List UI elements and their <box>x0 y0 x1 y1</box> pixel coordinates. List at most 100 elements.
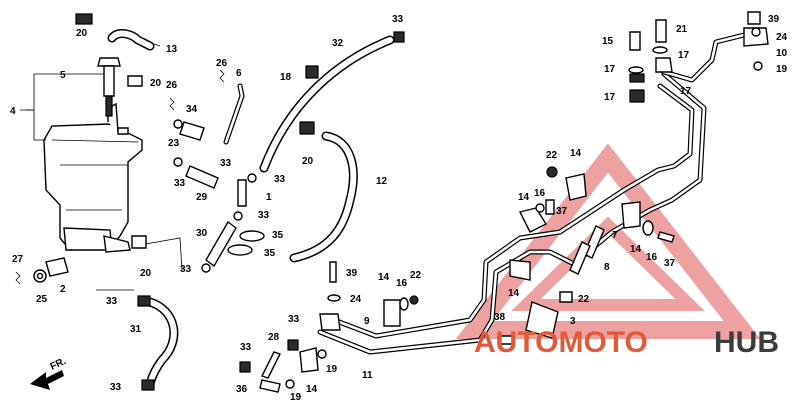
joint-1 <box>237 179 247 207</box>
callout-39: 39 <box>346 268 358 279</box>
watermark-triangle-outer <box>455 143 761 339</box>
bolt-21 <box>655 19 667 43</box>
callout-26: 26 <box>216 58 228 69</box>
front-direction-indicator: FR. <box>30 356 68 390</box>
bolt-37-mid <box>545 199 555 215</box>
callout-37: 37 <box>664 258 676 269</box>
callout-17: 17 <box>604 64 616 75</box>
callout-16: 16 <box>396 278 408 289</box>
callout-20: 20 <box>302 156 314 167</box>
hose-clip-20-lower <box>131 235 147 249</box>
bolt-22-lower <box>559 291 573 303</box>
callout-14: 14 <box>306 384 318 395</box>
pipe-26b-mark <box>169 97 175 111</box>
clip-20-hose32 <box>299 121 315 135</box>
reservoir-cap-assembly <box>97 57 121 117</box>
hose-13 <box>107 29 155 51</box>
callout-14: 14 <box>378 272 390 283</box>
washer-16-lower <box>399 297 409 311</box>
callout-30: 30 <box>196 228 208 239</box>
washer-23 <box>173 119 183 129</box>
callout-17: 17 <box>604 92 616 103</box>
washer-16-mid <box>535 203 545 213</box>
clamp-35-lower <box>227 244 253 256</box>
watermark-text-automoto: AUTOMOTO <box>474 326 648 359</box>
callout-27: 27 <box>12 254 24 265</box>
clip-18 <box>305 65 319 79</box>
brake-pipe-9 <box>331 83 695 339</box>
callout-38: 38 <box>494 312 506 323</box>
washer-19-bottom <box>285 379 295 389</box>
callout-5: 5 <box>60 70 66 81</box>
clip-22-mid <box>546 166 558 178</box>
clamp-35-upper <box>239 230 265 242</box>
callout-33: 33 <box>392 14 404 25</box>
bracket-14-lower-center <box>383 299 401 327</box>
callout-32: 32 <box>332 38 344 49</box>
callout-15: 15 <box>602 36 614 47</box>
bolt-15 <box>629 31 641 51</box>
hose-clip-20-cap <box>127 75 143 87</box>
washer-19-lower <box>317 349 327 359</box>
callout-14: 14 <box>518 192 530 203</box>
callout-16: 16 <box>646 252 658 263</box>
callout-9: 9 <box>364 316 370 327</box>
hose-12 <box>289 131 358 263</box>
callout-31: 31 <box>130 324 142 335</box>
watermark-triangle-inner <box>511 216 705 311</box>
callout-33: 33 <box>180 264 192 275</box>
brake-pipe-10 <box>661 31 751 83</box>
callout-labels: 20 13 5 20 26 6 26 4 34 23 33 33 33 29 1… <box>10 14 788 403</box>
callout-36: 36 <box>236 384 248 395</box>
callout-7: 7 <box>612 230 618 241</box>
clip-33-hose31-top <box>137 295 151 307</box>
callout-14: 14 <box>508 288 520 299</box>
direction-label: FR. <box>49 356 68 373</box>
washer-19-top <box>753 61 763 71</box>
watermark-brand: AUTOMOTO HUB <box>474 326 779 359</box>
callout-13: 13 <box>166 44 178 55</box>
callout-35: 35 <box>272 230 284 241</box>
clip-33-lower-a <box>287 339 299 351</box>
callout-14: 14 <box>630 244 642 255</box>
hose-32 <box>259 35 395 173</box>
callout-17: 17 <box>678 50 690 61</box>
arrow-front-icon <box>30 370 64 390</box>
callout-19: 19 <box>326 364 338 375</box>
callout-20: 20 <box>150 78 162 89</box>
callout-33: 33 <box>174 178 186 189</box>
callout-33: 33 <box>106 296 118 307</box>
brake-pipe-11 <box>317 71 707 355</box>
washer-16-right <box>642 220 654 236</box>
callout-33: 33 <box>258 210 270 221</box>
grommet-2 <box>45 257 69 277</box>
callout-2: 2 <box>60 284 66 295</box>
callout-16: 16 <box>534 188 546 199</box>
washer-24-lower <box>327 294 341 302</box>
washer-25 <box>33 269 47 283</box>
callout-11: 11 <box>362 370 373 381</box>
callout-33: 33 <box>288 314 300 325</box>
callout-33: 33 <box>220 158 232 169</box>
callout-20: 20 <box>76 28 88 39</box>
bracket-14-right <box>621 201 641 229</box>
callout-22: 22 <box>410 270 422 281</box>
bracket-14-upper <box>565 173 587 201</box>
callout-24: 24 <box>776 32 788 43</box>
bracket-14-low <box>509 259 531 281</box>
callout-8: 8 <box>604 262 610 273</box>
callout-20: 20 <box>140 268 152 279</box>
clip-33-lower-b <box>239 361 251 373</box>
pipe-28 <box>261 351 281 379</box>
callout-34: 34 <box>186 104 198 115</box>
hose-31 <box>145 297 179 389</box>
clip-33-hose32 <box>393 31 405 43</box>
callout-18: 18 <box>280 72 292 83</box>
callout-14: 14 <box>570 148 582 159</box>
callout-33: 33 <box>274 174 286 185</box>
callout-10: 10 <box>776 48 788 59</box>
hose-clip-20-top <box>75 13 93 25</box>
grommet-17-set <box>628 46 673 103</box>
